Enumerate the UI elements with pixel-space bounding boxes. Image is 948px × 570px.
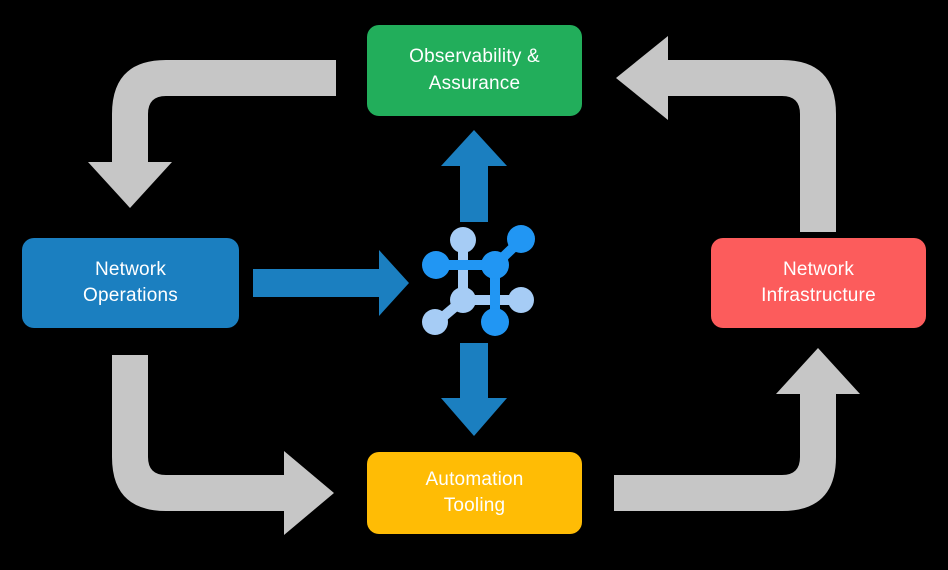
blue-arrow-up <box>441 130 507 222</box>
node-network-operations[interactable]: Network Operations <box>22 238 239 328</box>
blue-arrow-right <box>253 250 409 316</box>
gray-elbow-arrow-bottom-right <box>614 348 860 511</box>
network-icon-nodes <box>422 225 535 336</box>
node-observability-assurance[interactable]: Observability & Assurance <box>367 25 582 116</box>
node-network-infrastructure[interactable]: Network Infrastructure <box>711 238 926 328</box>
node-automation-tooling[interactable]: Automation Tooling <box>367 452 582 534</box>
gray-elbow-arrow-top-right <box>616 36 836 232</box>
gray-elbow-arrow-bottom-left <box>112 355 334 535</box>
network-icon-links <box>433 236 525 326</box>
gray-elbow-arrow-top-left <box>88 60 336 208</box>
blue-arrow-down <box>441 343 507 436</box>
